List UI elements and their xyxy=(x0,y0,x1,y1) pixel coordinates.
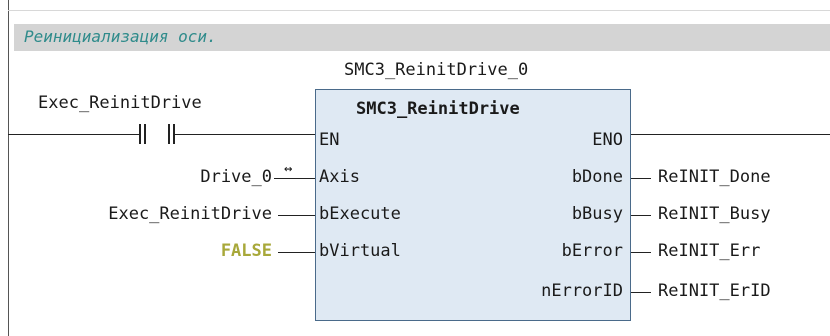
network-comment-bar[interactable] xyxy=(14,24,830,51)
rung-wire-eno xyxy=(631,134,830,135)
arg-axis[interactable]: Drive_0 xyxy=(200,167,272,187)
wire-berror xyxy=(631,252,651,253)
power-rail xyxy=(8,0,9,336)
pin-bvirtual: bVirtual xyxy=(319,241,401,261)
wire-bvirtual xyxy=(278,252,315,253)
pin-axis: Axis xyxy=(319,167,360,187)
contact-right-bar[interactable] xyxy=(168,124,175,144)
instance-name[interactable]: SMC3_ReinitDrive_0 xyxy=(344,60,529,80)
contact-left-bar[interactable] xyxy=(139,124,146,144)
arg-bvirtual[interactable]: FALSE xyxy=(220,241,272,261)
network-separator xyxy=(8,10,830,11)
network-comment[interactable]: Реинициализация оси. xyxy=(24,27,217,46)
rung-wire-left xyxy=(8,134,139,135)
wire-nerrorid xyxy=(631,292,651,293)
target-nerrorid[interactable]: ReINIT_ErID xyxy=(658,281,771,301)
wire-bdone xyxy=(631,178,651,179)
wire-bexecute xyxy=(278,215,315,216)
pin-berror: bError xyxy=(561,241,623,261)
pin-bexecute: bExecute xyxy=(319,204,401,224)
wire-axis xyxy=(274,178,315,179)
pin-eno: ENO xyxy=(592,130,623,150)
rung-wire-en xyxy=(175,134,315,135)
arg-bexecute[interactable]: Exec_ReinitDrive xyxy=(108,204,272,224)
wire-bbusy xyxy=(631,215,651,216)
function-block[interactable] xyxy=(315,89,631,321)
target-bdone[interactable]: ReINIT_Done xyxy=(658,167,771,187)
pin-nerrorid: nErrorID xyxy=(541,281,623,301)
target-bbusy[interactable]: ReINIT_Busy xyxy=(658,204,771,224)
block-type-label: SMC3_ReinitDrive xyxy=(356,99,520,119)
pin-en: EN xyxy=(319,130,340,150)
pin-bbusy: bBusy xyxy=(571,204,623,224)
inout-arrow-icon: ↔ xyxy=(284,161,293,177)
contact-variable-label[interactable]: Exec_ReinitDrive xyxy=(38,93,202,113)
pin-bdone: bDone xyxy=(571,167,623,187)
target-berror[interactable]: ReINIT_Err xyxy=(658,241,761,261)
